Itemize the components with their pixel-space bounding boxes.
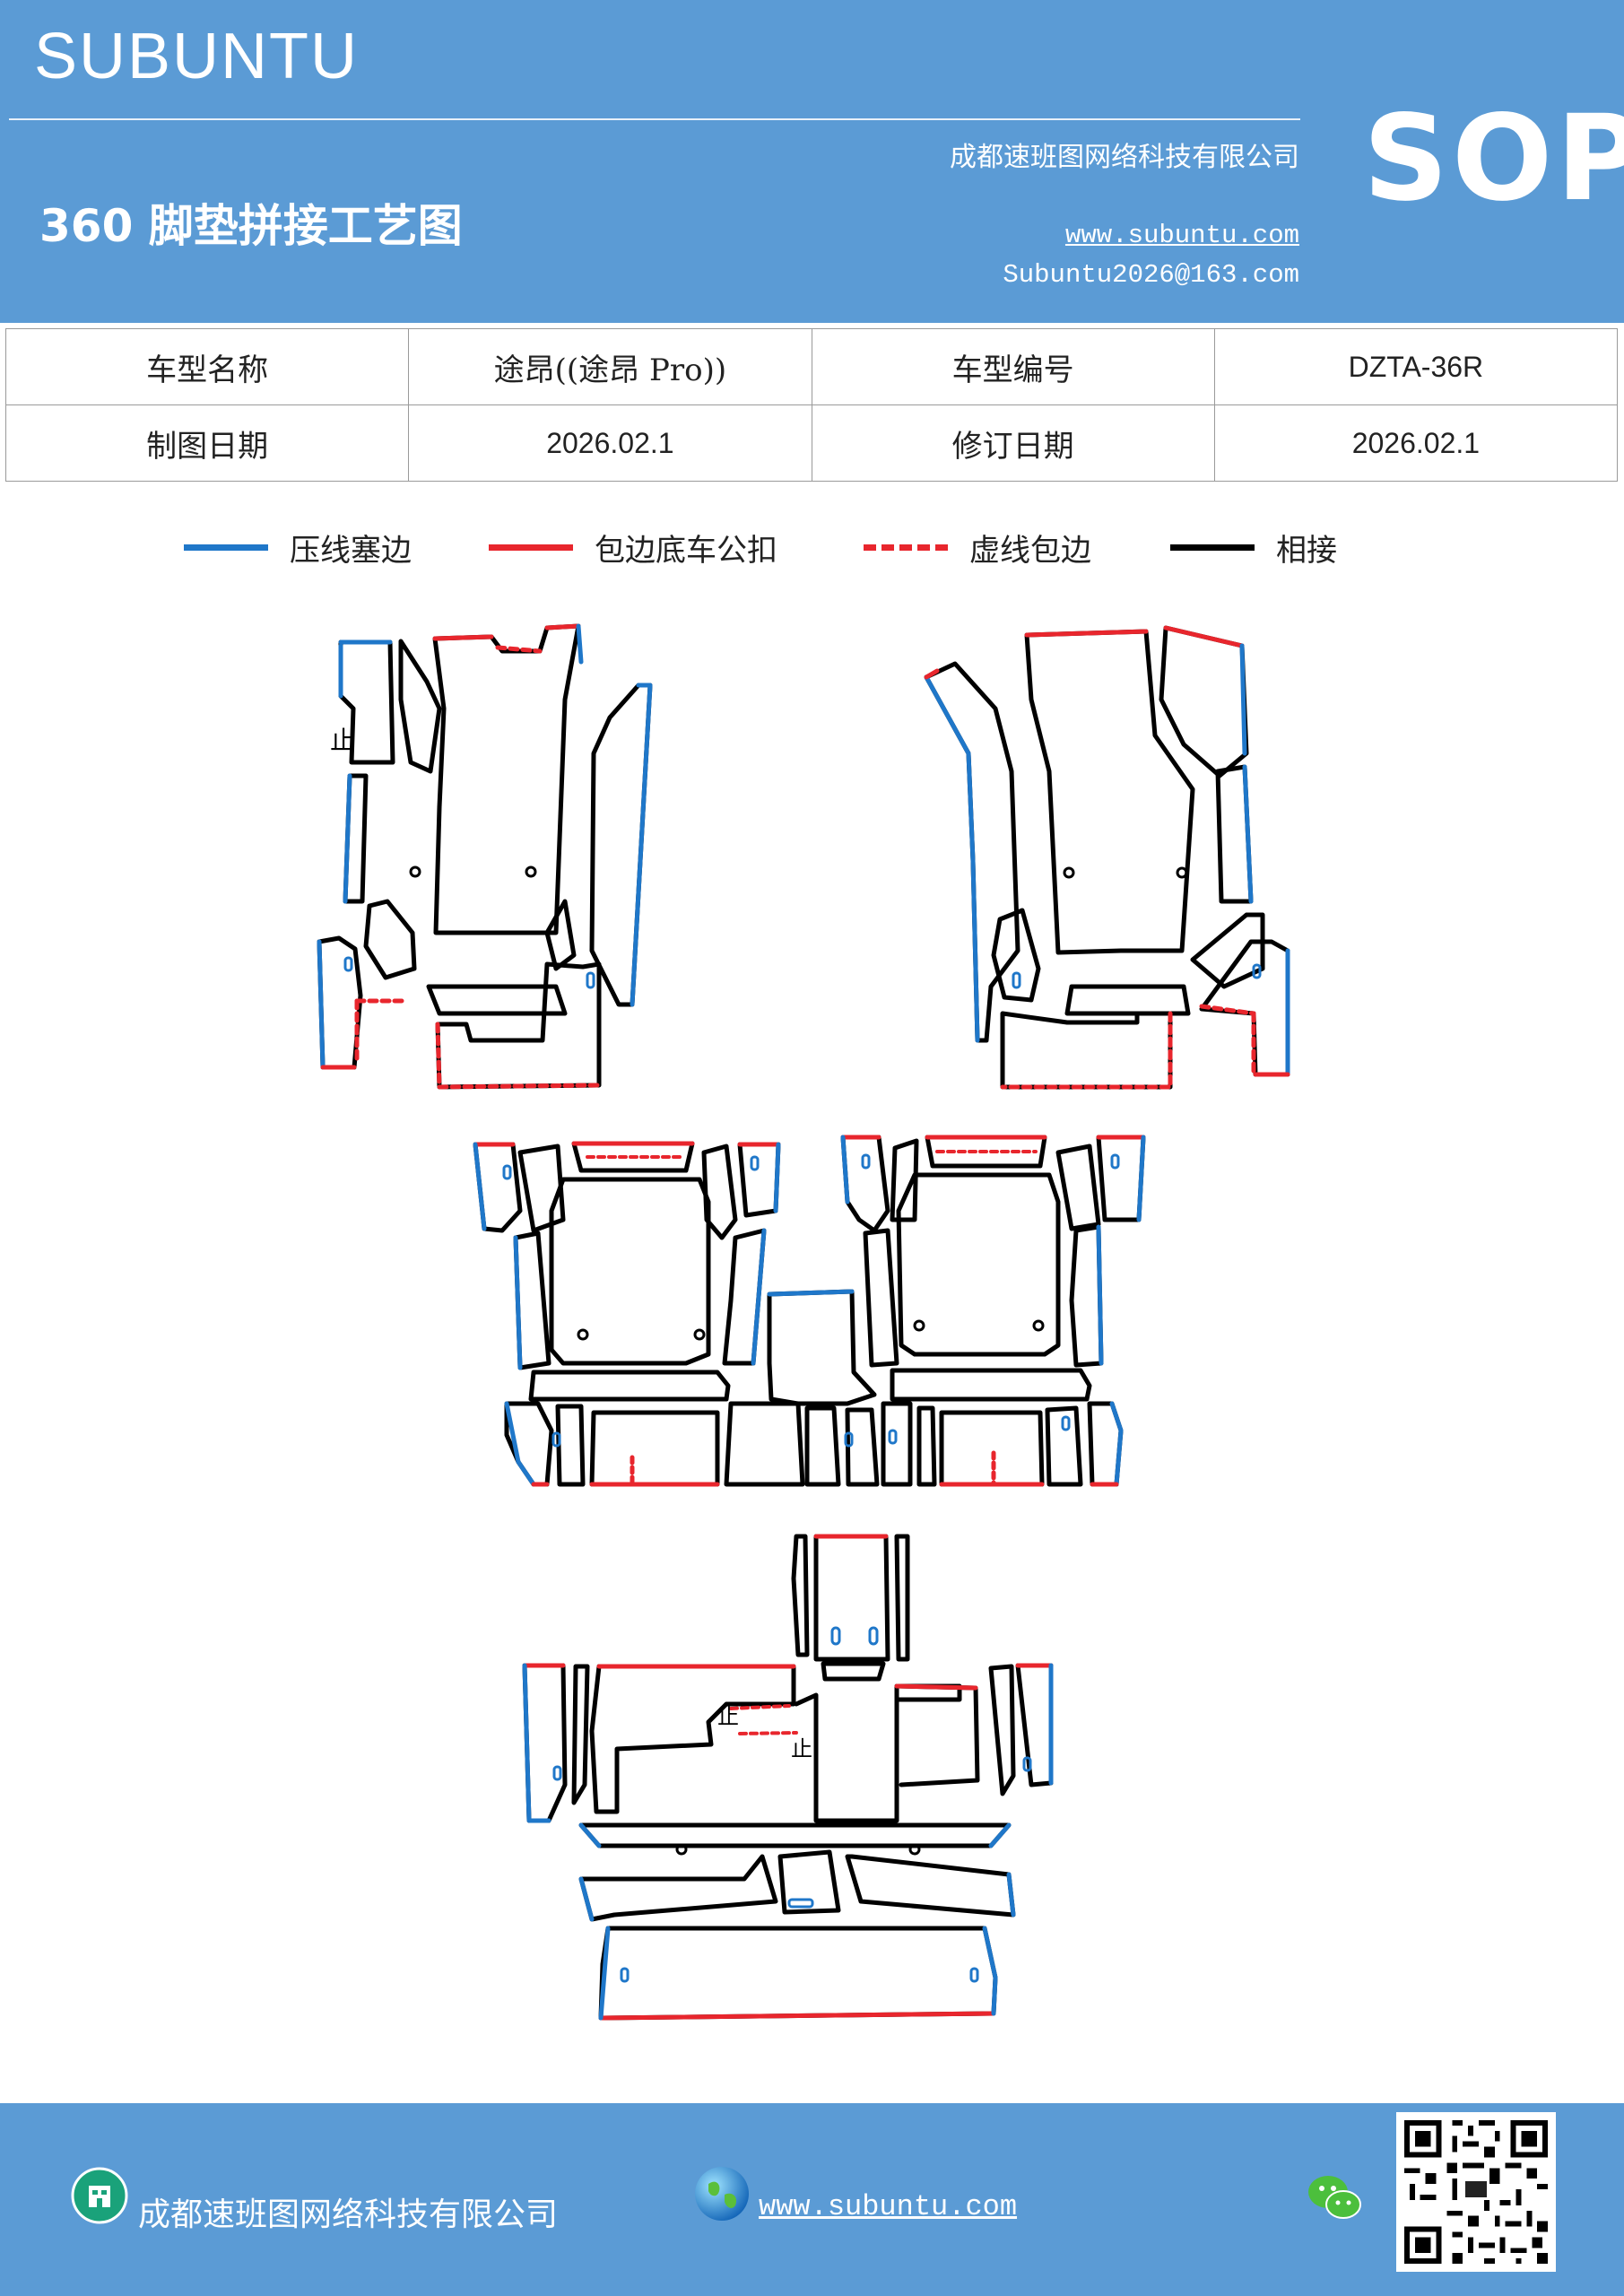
table-row: 车型名称 途昂((途昂 Pro)) 车型编号 DZTA-36R: [4, 328, 1619, 405]
cell-draw-date-label: 制图日期: [4, 404, 410, 482]
header-divider: [9, 118, 1300, 120]
cell-model-code-value: DZTA-36R: [1213, 328, 1619, 405]
header-email: Subuntu2026@163.com: [1003, 260, 1299, 290]
legend-label: 压线塞边: [290, 532, 412, 569]
sop-badge: SOP: [1363, 90, 1624, 228]
stop-mark: 止: [791, 1736, 812, 1761]
legend-label: 包边底车公扣: [595, 532, 777, 569]
vehicle-info-table: 车型名称 途昂((途昂 Pro)) 车型编号 DZTA-36R 制图日期 202…: [4, 328, 1619, 482]
legend-item-red-dashed: 虚线包边: [864, 520, 1091, 574]
brand-logo: SUBUNTU: [34, 21, 360, 92]
second-row-mat-group: [473, 1135, 1146, 1487]
front-right-mat-group: [924, 625, 1290, 1090]
edge-legend: 压线塞边 包边底车公扣 虚线包边 相接: [184, 520, 1439, 574]
globe-icon: [692, 2164, 751, 2223]
stop-mark: 止: [330, 726, 355, 755]
header-website-link[interactable]: www.subuntu.com: [1064, 221, 1299, 250]
floor-mat-diagram: 止: [317, 623, 1290, 2021]
legend-swatch: [1170, 544, 1255, 551]
footer-company-name: 成都速班图网络科技有限公司: [138, 2196, 559, 2233]
wechat-icon: [1305, 2170, 1364, 2224]
building-icon: [70, 2166, 129, 2225]
legend-label: 虚线包边: [969, 532, 1091, 569]
table-row: 制图日期 2026.02.1 修订日期 2026.02.1: [4, 404, 1619, 482]
footer-website-link[interactable]: www.subuntu.com: [759, 2190, 1018, 2223]
cell-model-code-label: 车型编号: [811, 328, 1215, 405]
legend-swatch: [184, 544, 268, 551]
qr-code: [1396, 2112, 1556, 2272]
header-company-name: 成都速班图网络科技有限公司: [950, 142, 1299, 173]
legend-item-black: 相接: [1170, 520, 1337, 574]
legend-swatch: [864, 544, 948, 551]
cell-revision-date-value: 2026.02.1: [1213, 404, 1619, 482]
legend-swatch: [489, 544, 573, 551]
legend-item-blue: 压线塞边: [184, 520, 412, 574]
legend-item-red: 包边底车公扣: [489, 520, 777, 574]
cell-revision-date-label: 修订日期: [811, 404, 1215, 482]
page-footer: 成都速班图网络科技有限公司 www.subuntu.com: [0, 2103, 1624, 2296]
stop-mark: 止: [717, 1704, 739, 1729]
page-header: SUBUNTU 成都速班图网络科技有限公司 SOP 360 脚垫拼接工艺图 ww…: [0, 0, 1624, 323]
document-title: 360 脚垫拼接工艺图: [39, 200, 463, 252]
legend-label: 相接: [1276, 532, 1337, 569]
third-row-mat-group: [522, 1534, 1054, 2021]
cell-model-name-value: 途昂((途昂 Pro)): [408, 328, 812, 405]
cell-model-name-label: 车型名称: [4, 328, 410, 405]
cell-draw-date-value: 2026.02.1: [408, 404, 812, 482]
front-left-mat-group: 止: [317, 623, 653, 1090]
